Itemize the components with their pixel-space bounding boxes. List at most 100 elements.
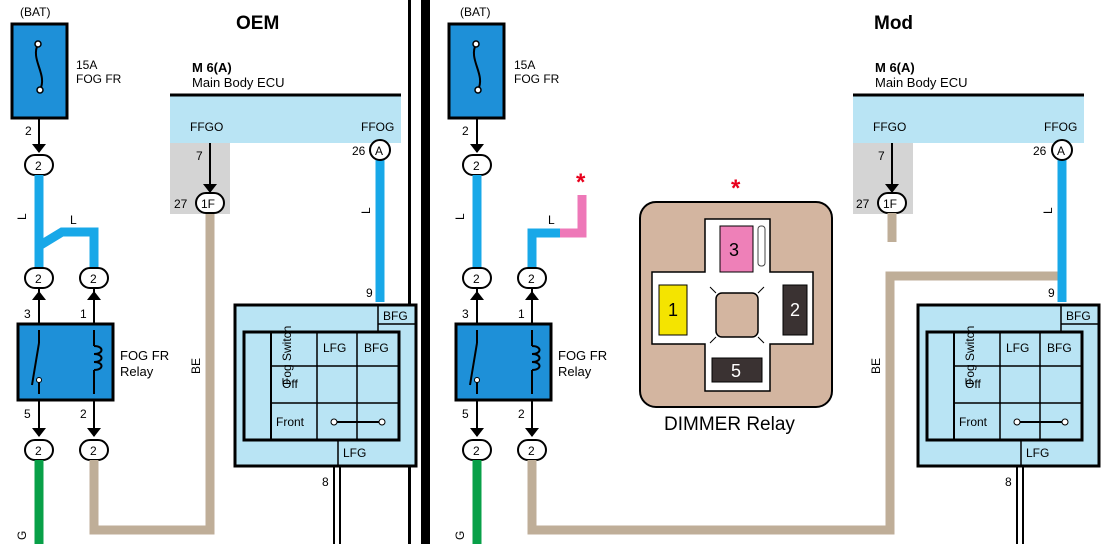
fuse <box>10 22 69 120</box>
switch-col-lfg: LFG <box>1006 341 1029 355</box>
pin-ecu-ffgo: 7 <box>878 149 885 163</box>
panel-title: OEM <box>236 13 279 34</box>
pin-relay-sw-bot: 5 <box>24 407 31 421</box>
wire-blue-coil <box>527 228 560 268</box>
svg-text:2: 2 <box>35 444 42 458</box>
switch-row-front: Front <box>959 415 988 429</box>
pin-fuse: 2 <box>25 124 32 138</box>
wire-tan <box>527 271 1058 535</box>
wire-label-l-branch: L <box>70 213 77 227</box>
connector-relay-in: 2 <box>462 267 492 289</box>
connector-relay-in: 2 <box>24 267 54 289</box>
svg-text:2: 2 <box>473 159 480 173</box>
panel-title: Mod <box>874 13 913 34</box>
pin-fuse: 2 <box>462 124 469 138</box>
switch-name: Fog Switch <box>963 326 977 385</box>
arrow-down-icon <box>203 184 217 193</box>
switch-terminal-top: BFG <box>383 309 408 323</box>
ecu-code: M 6(A) <box>192 60 232 75</box>
pin-switch-bot: 8 <box>322 475 329 489</box>
connector-ecu-a: A <box>1051 139 1073 161</box>
connector-relay-coil-in: 2 <box>517 267 547 289</box>
relay-coil-icon <box>93 345 103 371</box>
arrow-down-icon <box>470 144 484 153</box>
mod-marker: * <box>576 169 586 196</box>
switch-terminal-top: BFG <box>1066 309 1091 323</box>
wire-label-l-ecu: L <box>1041 207 1055 214</box>
fog-switch <box>233 303 418 468</box>
svg-text:2: 2 <box>473 272 480 286</box>
dimmer-pin-5: 5 <box>731 361 741 381</box>
wire-pink-mod <box>560 195 587 238</box>
dimmer-relay-label: DIMMER Relay <box>664 414 795 435</box>
arrow-down-icon <box>470 428 484 437</box>
oem-panel: OEM (BAT) 15A FOG FR 2 2 L L 2 2 <box>10 5 418 544</box>
pin-switch-bot: 8 <box>1005 475 1012 489</box>
connector-relay-coil-out: 2 <box>79 439 109 461</box>
connector-fuse-out: 2 <box>462 154 492 176</box>
switch-row-off: Off <box>282 377 298 391</box>
svg-text:A: A <box>1057 144 1065 158</box>
arrow-down-icon <box>87 428 101 437</box>
wire-label-be: BE <box>869 358 883 374</box>
battery-label: (BAT) <box>460 5 490 19</box>
svg-text:2: 2 <box>473 444 480 458</box>
connector-ecu-1f: 1F <box>877 192 907 214</box>
mod-panel: Mod (BAT) 15A FOG FR 2 2 L L * 2 2 <box>447 5 1101 544</box>
connector-ecu-a: A <box>369 139 391 161</box>
pin-ecu-ffgo: 7 <box>196 149 203 163</box>
pin-switch-top: 9 <box>1048 286 1055 300</box>
fuse-name: FOG FR <box>514 72 560 86</box>
arrow-up-icon <box>32 291 46 300</box>
relay-coil-icon <box>531 345 541 371</box>
panel-edge-line <box>408 0 411 544</box>
fuse <box>447 22 506 120</box>
pin-ecu-conn: 27 <box>856 197 870 211</box>
fuse-element-icon <box>35 43 43 91</box>
pin-relay-sw-top: 3 <box>462 307 469 321</box>
svg-text:2: 2 <box>528 272 535 286</box>
pin-ecu-conn: 27 <box>174 197 188 211</box>
svg-text:1F: 1F <box>201 197 215 211</box>
pin-relay-sw-bot: 5 <box>462 407 469 421</box>
ecu-code: M 6(A) <box>875 60 915 75</box>
battery-label: (BAT) <box>20 5 50 19</box>
arrow-up-icon <box>87 291 101 300</box>
ecu-pin-ffog: FFOG <box>1044 120 1077 134</box>
relay-switch-icon <box>469 342 478 386</box>
fog-relay <box>454 322 553 402</box>
pin-switch-top: 9 <box>366 286 373 300</box>
relay-name-2: Relay <box>120 364 154 379</box>
switch-row-front: Front <box>276 415 305 429</box>
pin-relay-coil-bot: 2 <box>518 407 525 421</box>
fuse-name: FOG FR <box>76 72 122 86</box>
wire-label-l-coil: L <box>548 213 555 227</box>
arrow-up-icon <box>470 291 484 300</box>
pin-relay-coil-top: 1 <box>80 307 87 321</box>
svg-text:2: 2 <box>528 444 535 458</box>
arrow-down-icon <box>32 428 46 437</box>
fuse-rating: 15A <box>76 58 97 72</box>
switch-name: Fog Switch <box>280 326 294 385</box>
switch-terminal-bottom: LFG <box>343 446 366 460</box>
connector-relay-coil-out: 2 <box>517 439 547 461</box>
fuse-element-icon <box>473 43 481 91</box>
fog-relay <box>16 322 115 402</box>
switch-col-bfg: BFG <box>364 341 389 355</box>
pin-relay-coil-bot: 2 <box>80 407 87 421</box>
dimmer-relay <box>639 201 833 408</box>
fuse-rating: 15A <box>514 58 535 72</box>
ecu-pin-ffgo: FFGO <box>190 120 223 134</box>
wire-label-l-ecu: L <box>359 207 373 214</box>
ecu-pin-ffog: FFOG <box>361 120 394 134</box>
arrow-down-icon <box>32 144 46 153</box>
wire-label-l: L <box>15 213 29 220</box>
svg-text:A: A <box>375 144 383 158</box>
switch-col-lfg: LFG <box>323 341 346 355</box>
wire-label-g: G <box>453 531 467 540</box>
ecu-box <box>853 95 1084 143</box>
relay-switch-icon <box>31 342 40 386</box>
pin-ecu-ffog: 26 <box>1033 144 1047 158</box>
svg-text:2: 2 <box>35 159 42 173</box>
pin-ecu-ffog: 26 <box>352 144 366 158</box>
